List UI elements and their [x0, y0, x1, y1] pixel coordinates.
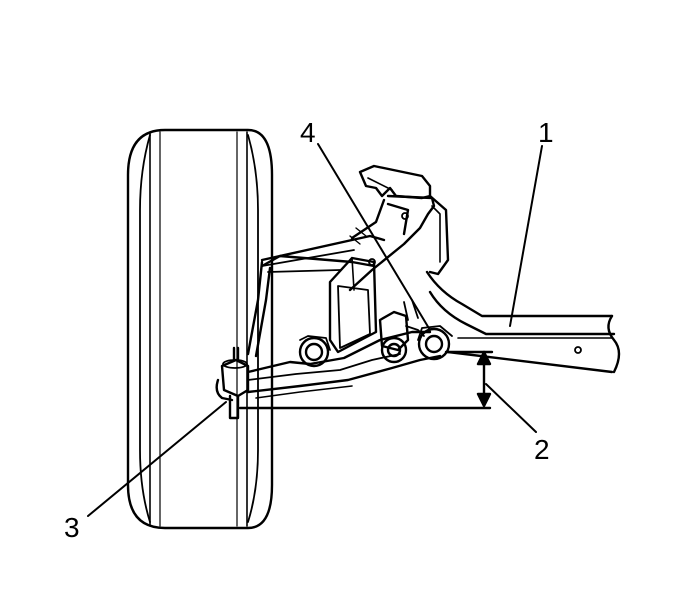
knuckle-lower [254, 266, 272, 358]
tower-bolt [401, 212, 409, 220]
bushings [298, 299, 453, 368]
frame-rail-bolt-hole [574, 346, 582, 354]
front-bushing-outer [298, 336, 330, 368]
shock-tower [328, 164, 450, 354]
knuckle-lower-stud [228, 394, 240, 420]
tire-inner-left-edge [139, 134, 151, 523]
rear-bushing-bracket [417, 325, 453, 341]
tower-side-plate [428, 194, 450, 276]
tower-side-plate-inner [431, 205, 441, 263]
knuckle-upper [246, 260, 264, 356]
tire [126, 128, 274, 530]
lower-arm-bottom-edge [246, 354, 442, 394]
lower-control-arm [246, 330, 442, 399]
upper-arm-hatch [349, 235, 361, 245]
knuckle-hub [220, 358, 250, 398]
upper-arm-front-link-under [267, 269, 341, 273]
tire-outline [126, 128, 274, 530]
leader-line-2 [485, 383, 537, 433]
rear-bushing-inner [424, 334, 444, 354]
front-bushing-bracket [299, 335, 331, 351]
tower-bracket [358, 164, 432, 200]
leader-line-4 [317, 143, 431, 331]
upper-control-arm [260, 227, 386, 273]
frame-rail-mid [428, 290, 616, 336]
tower-bracket-inner [367, 177, 393, 191]
mid-bushing-outer [380, 336, 408, 364]
frame-rail-bottom [446, 350, 614, 374]
frame-rail-cut-end [607, 314, 621, 374]
leader-line-1 [509, 145, 543, 327]
tower-body [348, 194, 436, 292]
callout-1: 1 [538, 117, 554, 148]
tower-column-edge [351, 257, 355, 291]
upper-arm-front-link [260, 254, 376, 268]
lower-arm-underside [255, 385, 353, 399]
frame-rail-top [425, 270, 614, 318]
rear-bushing-outer [417, 327, 451, 361]
measurement-arrowhead-up [476, 350, 492, 366]
upper-arm-rear-link [260, 234, 386, 262]
leader-lines [87, 143, 543, 517]
mid-bushing-inner [386, 342, 402, 358]
leader-line-3 [87, 401, 227, 517]
callouts: 1 2 3 4 [64, 117, 554, 543]
lower-arm-top-edge [246, 330, 432, 374]
tower-column-face [337, 285, 371, 349]
callout-2: 2 [534, 434, 550, 465]
ride-height-measurement [238, 350, 494, 410]
callout-4: 4 [300, 117, 316, 148]
measurement-arrowhead-down [476, 392, 492, 408]
upper-arm-hatch [355, 227, 367, 237]
knuckle-ball-joint [215, 378, 234, 402]
tire-inner-right-edge [247, 134, 259, 523]
frame-rail [425, 270, 621, 374]
tower-brace [350, 198, 410, 240]
lower-arm-mid-edge [247, 353, 401, 381]
callout-3: 3 [64, 512, 80, 543]
front-bushing-inner [304, 342, 324, 362]
steering-knuckle [215, 260, 272, 420]
